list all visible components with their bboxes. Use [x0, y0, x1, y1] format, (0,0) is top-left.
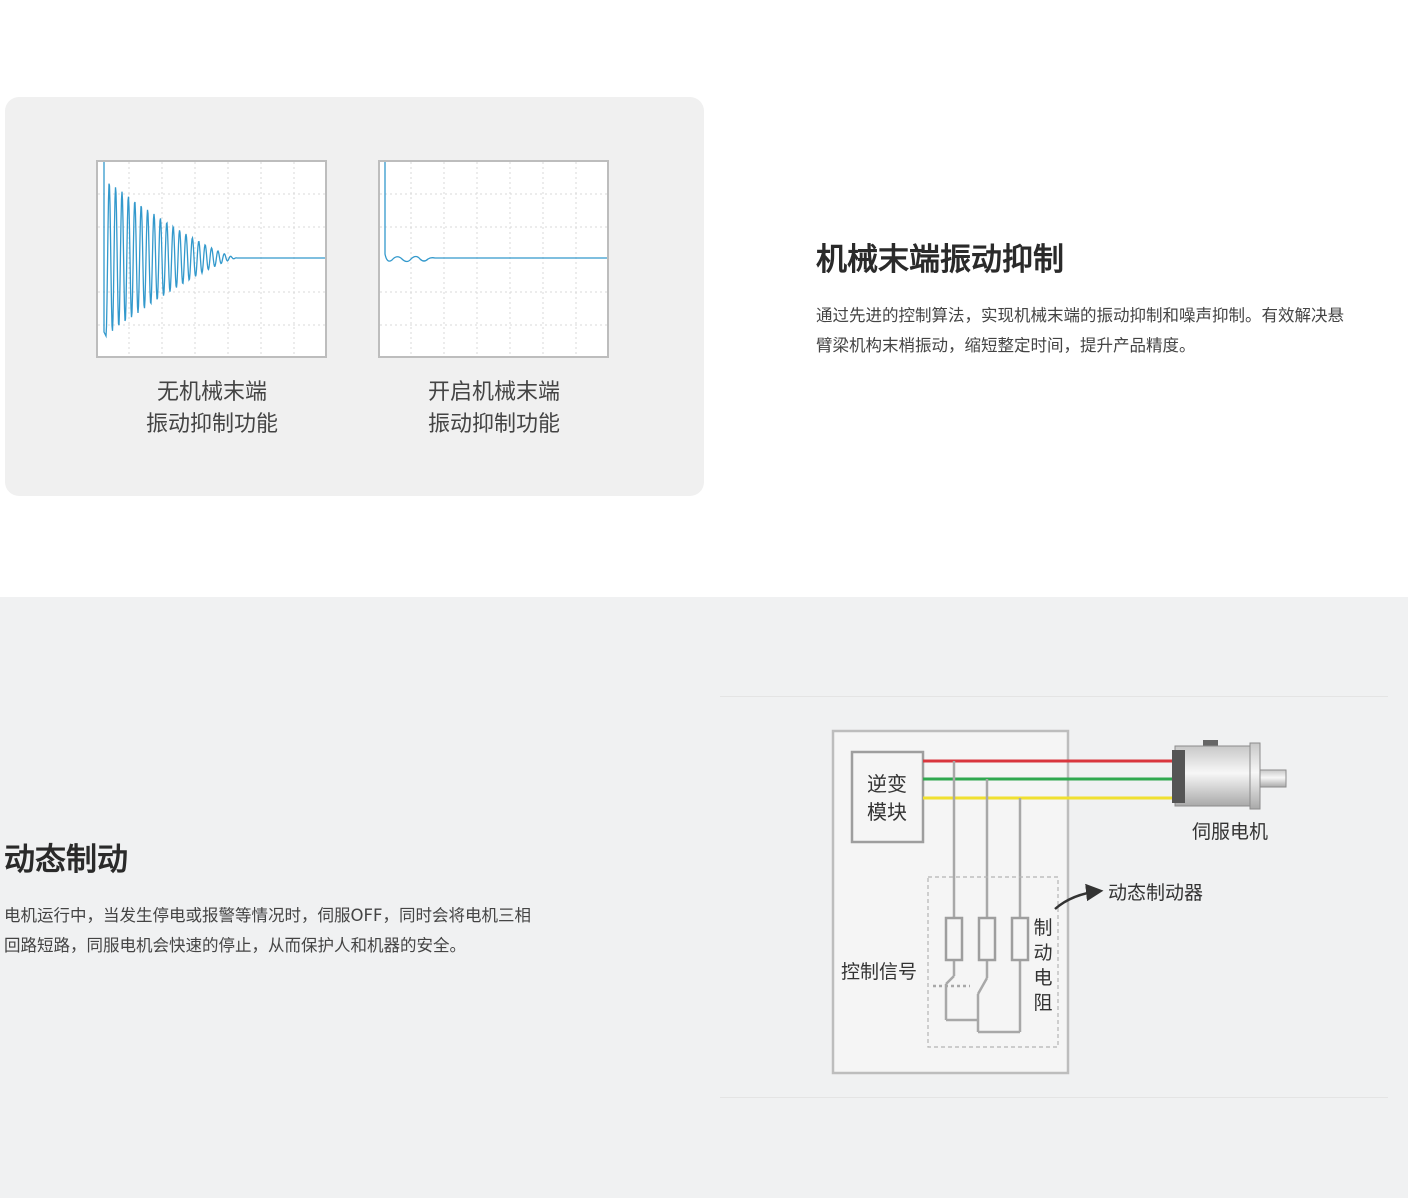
- vibration-section: 无机械末端 振动抑制功能 开启机械末端 振动抑制功能 机械末端振动抑制 通过先进…: [0, 0, 1408, 597]
- vibration-comparison-panel: 无机械末端 振动抑制功能 开启机械末端 振动抑制功能: [5, 97, 704, 496]
- dynamic-brake-diagram: 逆变 模块 制 动 电 阻: [720, 696, 1388, 1098]
- description-line: 电机运行中，当发生停电或报警等情况时，伺服OFF，同时会将电机三相: [4, 906, 531, 925]
- control-signal-label: 控制信号: [841, 961, 917, 983]
- plot-without-suppression: [96, 160, 327, 358]
- dynamic-brake-label: 动态制动器: [1108, 882, 1203, 904]
- servo-motor-icon: [1172, 740, 1287, 810]
- braking-description: 电机运行中，当发生停电或报警等情况时，伺服OFF，同时会将电机三相 回路短路，同…: [4, 901, 604, 961]
- description-line: 回路短路，同服电机会快速的停止，从而保护人和机器的安全。: [4, 936, 466, 955]
- plot-caption-with: 开启机械末端 振动抑制功能: [379, 377, 609, 441]
- brake-resistor-1: [944, 916, 964, 962]
- brake-resistor-3: [1010, 916, 1030, 962]
- signal-waveform-oscillating: [103, 162, 325, 339]
- plot-grid: [98, 162, 325, 356]
- resistor-label-char: 制: [1033, 917, 1052, 939]
- resistor-label-char: 阻: [1033, 992, 1052, 1014]
- vibration-title: 机械末端振动抑制: [816, 242, 1064, 278]
- description-line: 臂梁机构末梢振动，缩短整定时间，提升产品精度。: [816, 336, 1196, 355]
- plot-with-suppression: [378, 160, 609, 358]
- resistor-label-char: 动: [1033, 942, 1052, 964]
- brake-circuit-wires: [933, 761, 1022, 1034]
- plot-caption-without: 无机械末端 振动抑制功能: [97, 377, 327, 441]
- inverter-label-2: 模块: [867, 800, 907, 824]
- description-line: 通过先进的控制算法，实现机械末端的振动抑制和噪声抑制。有效解决悬: [816, 306, 1344, 325]
- servo-motor-label: 伺服电机: [1192, 821, 1268, 843]
- divider: [720, 1097, 1388, 1098]
- caption-line-1: 开启机械末端: [427, 380, 560, 405]
- caption-line-2: 振动抑制功能: [145, 412, 278, 437]
- caption-line-2: 振动抑制功能: [427, 412, 560, 437]
- vibration-description: 通过先进的控制算法，实现机械末端的振动抑制和噪声抑制。有效解决悬 臂梁机构末梢振…: [816, 301, 1401, 361]
- plot-grid: [380, 162, 607, 356]
- dynamic-brake-arrow: [1054, 883, 1104, 910]
- inverter-label-1: 逆变: [867, 772, 907, 796]
- inverter-module: [850, 750, 925, 844]
- resistor-label-char: 电: [1033, 967, 1052, 989]
- divider: [720, 696, 1388, 697]
- dynamic-brake-enclosure: [927, 876, 1059, 1048]
- braking-title: 动态制动: [4, 842, 128, 878]
- signal-waveform-damped: [384, 162, 607, 263]
- caption-line-1: 无机械末端: [156, 380, 267, 405]
- brake-resistor-2: [977, 916, 997, 962]
